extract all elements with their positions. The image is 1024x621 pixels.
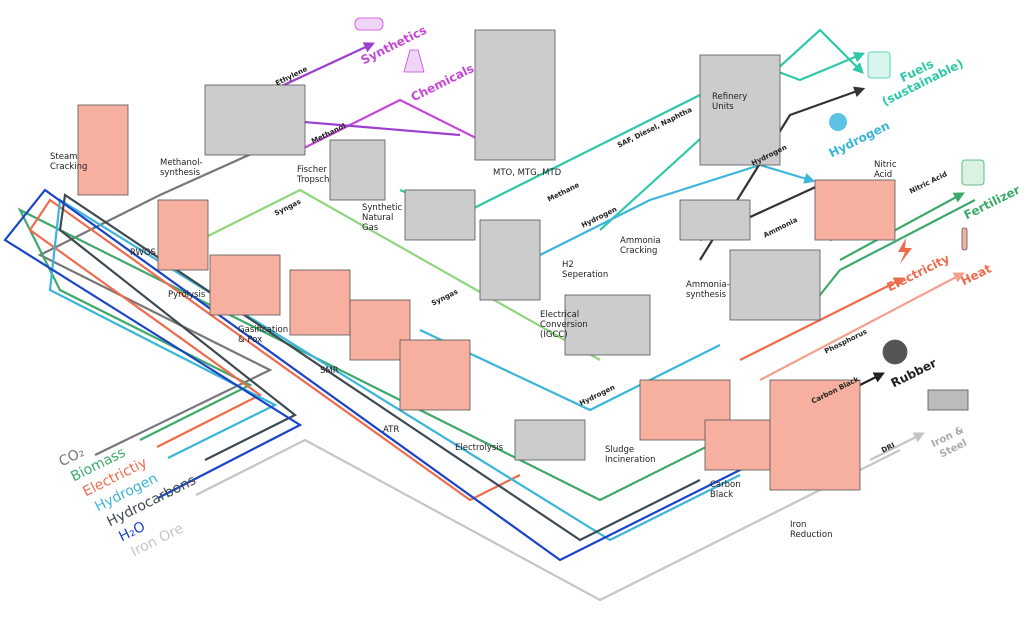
hydrogen-drop-icon	[829, 113, 847, 131]
label-methanol-synthesis: Methanol- synthesis	[160, 158, 203, 178]
nitric-acid-plant	[814, 179, 896, 241]
goggles-icon	[354, 17, 384, 31]
iron-ore-line	[195, 438, 901, 602]
label-rwgs: RWGS	[130, 248, 156, 258]
igcc-plant	[564, 294, 651, 356]
co2-line	[37, 148, 273, 456]
label-atr: ATR	[383, 425, 400, 435]
label-smr: SMR	[320, 366, 339, 376]
hydrogen-mid-line	[419, 329, 721, 412]
rwgs-plant	[157, 199, 209, 271]
label-electrolysis: Electrolysis	[455, 443, 504, 453]
ammonia-cracking-plant	[679, 199, 751, 241]
label-refinery: Refinery Units	[712, 92, 748, 112]
refinery-plant	[699, 54, 781, 166]
label-igcc: Electrical Conversion (IGCC)	[540, 310, 588, 340]
methanol-plant	[204, 84, 306, 156]
label-gasification: Gasification & Pox	[238, 325, 289, 345]
electricity-line	[28, 198, 521, 502]
steam-cracking-plant	[77, 104, 129, 196]
fischer-tropsch-plant	[329, 139, 386, 201]
label-ammonia-cracking: Ammonia Cracking	[620, 236, 661, 256]
thermometer-icon	[961, 227, 968, 251]
fuels-line	[599, 28, 864, 231]
label-carbon-black: Carbon Black	[710, 480, 741, 500]
h2o-line	[3, 188, 761, 562]
h2-separation-plant	[479, 219, 541, 301]
electrolysis-plant	[514, 419, 586, 461]
biomass-line	[17, 207, 721, 502]
dri-line	[869, 432, 925, 461]
heat-out-line	[759, 272, 965, 381]
label-pyrolysis: Pyrolysis	[168, 290, 206, 300]
hydrogen-blue-line	[539, 163, 816, 256]
iron-reduction-plant	[769, 379, 861, 491]
fuel-can-icon	[867, 51, 891, 79]
fertilizer-line	[839, 192, 965, 261]
fertilizer-bag-icon	[961, 159, 985, 186]
mto-plant	[474, 29, 556, 161]
sng-plant	[404, 189, 476, 241]
label-sludge: Sludge Incineration	[605, 445, 656, 465]
label-fischer-tropsch: Fischer Tropsch	[297, 165, 330, 185]
label-iron-reduction: Iron Reduction	[790, 520, 833, 540]
label-ammonia-synthesis: Ammonia- synthesis	[686, 280, 730, 300]
hydrogen-line	[48, 198, 741, 542]
label-h2-separation: H2 Seperation	[562, 260, 609, 280]
hydrocarbons-line	[58, 193, 701, 542]
label-sng: Synthetic Natural Gas	[362, 203, 403, 233]
flask-icon	[403, 49, 425, 73]
label-steam-cracking: Steam Cracking	[50, 152, 88, 172]
iron-steel-icon	[927, 389, 969, 411]
pyrolysis-plant	[209, 254, 281, 316]
gasification-plant	[289, 269, 351, 336]
atr-plant	[399, 339, 471, 411]
ammonia-synthesis-plant	[729, 249, 821, 321]
lightning-icon	[898, 238, 912, 264]
carbon-black-plant	[704, 419, 776, 471]
label-nitric-acid: Nitric Acid	[874, 160, 897, 180]
rubber-icon	[882, 339, 908, 365]
label-mto: MTO, MTG, MTD	[493, 168, 562, 178]
